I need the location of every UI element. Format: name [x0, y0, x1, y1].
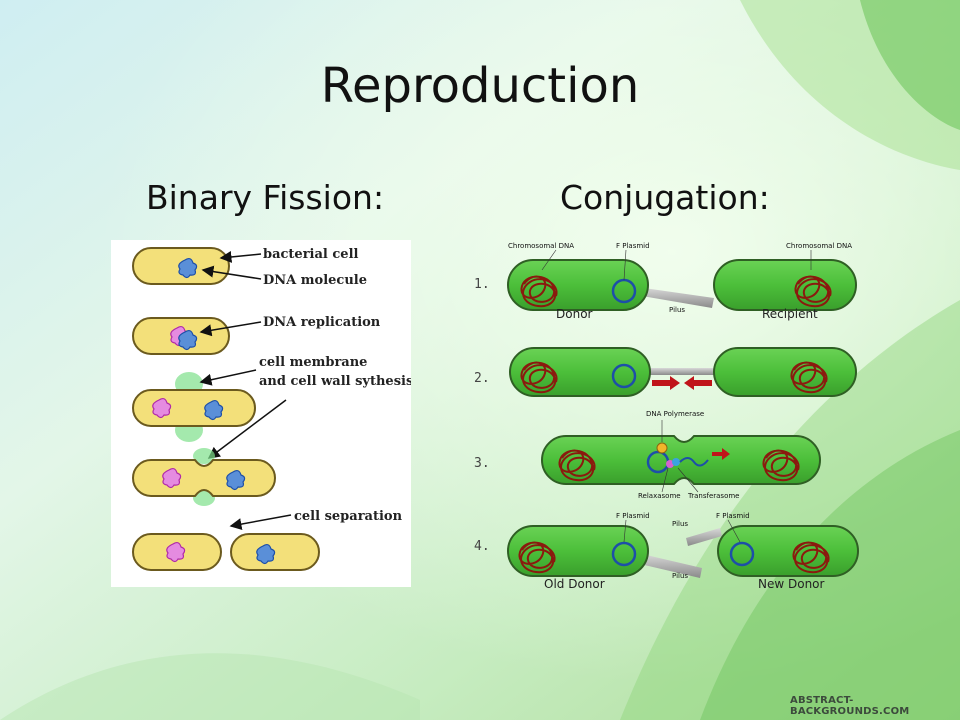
- step-3: 3.: [474, 456, 490, 471]
- conj-row-3: [541, 420, 821, 493]
- label-dna-replication: DNA replication: [263, 315, 381, 330]
- label-relaxasome: Relaxasome: [638, 492, 681, 500]
- fission-cell-4: [132, 448, 276, 506]
- fission-cell-2: [132, 317, 230, 355]
- conj-row-4: [507, 519, 859, 578]
- label-donor: Donor: [556, 307, 593, 321]
- label-pilus-1: Pilus: [669, 306, 685, 314]
- label-f-plasmid-top: F Plasmid: [616, 242, 650, 250]
- binary-fission-heading: Binary Fission:: [146, 178, 385, 217]
- label-chromosomal-dna-left: Chromosomal DNA: [508, 242, 574, 250]
- fission-cell-5: [132, 533, 320, 571]
- label-dna-polymerase: DNA Polymerase: [646, 410, 704, 418]
- step-4: 4.: [474, 539, 490, 554]
- label-transferasome: Transferasome: [687, 492, 740, 500]
- label-pilus-4-top: Pilus: [672, 520, 688, 528]
- label-pilus-4-bottom: Pilus: [672, 572, 688, 580]
- slide-title: Reproduction: [320, 58, 640, 114]
- label-cell-separation: cell separation: [294, 509, 403, 524]
- label-cell-wall-synthesis: and cell wall sythesis: [259, 374, 411, 389]
- label-new-donor: New Donor: [758, 577, 825, 591]
- binary-fission-diagram: bacterial cell DNA molecule DNA replicat…: [111, 240, 413, 587]
- step-2: 2.: [474, 371, 490, 386]
- step-1: 1.: [474, 277, 490, 292]
- label-cell-membrane: cell membrane: [259, 355, 367, 370]
- conj-row-2: [509, 347, 857, 397]
- label-recipient: Recipient: [762, 307, 818, 321]
- conjugation-diagram: 1. 2. 3. 4. Chromosomal DNA F Plasmid Ch…: [466, 236, 866, 596]
- fission-cell-3: [132, 372, 256, 442]
- conj-row-1: [507, 249, 857, 311]
- label-bacterial-cell: bacterial cell: [263, 247, 359, 262]
- background-credit: ABSTRACT-BACKGROUNDS.COM: [790, 695, 910, 717]
- label-f-plasmid-right: F Plasmid: [716, 512, 750, 520]
- conjugation-heading: Conjugation:: [560, 178, 770, 217]
- fission-cell-1: [132, 247, 230, 285]
- label-chromosomal-dna-right: Chromosomal DNA: [786, 242, 852, 250]
- label-old-donor: Old Donor: [544, 577, 605, 591]
- label-f-plasmid-left: F Plasmid: [616, 512, 650, 520]
- label-dna-molecule: DNA molecule: [263, 273, 367, 288]
